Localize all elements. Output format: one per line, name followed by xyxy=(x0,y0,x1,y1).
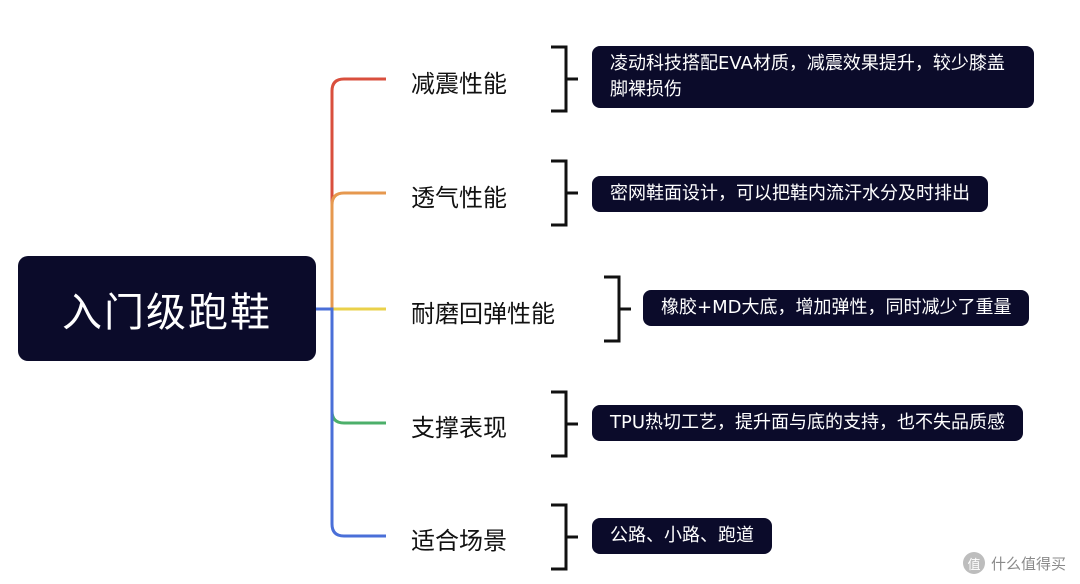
root-node: 入门级跑鞋 xyxy=(18,256,316,361)
branch-label-support: 支撑表现 xyxy=(411,414,507,442)
branch-label-durability: 耐磨回弹性能 xyxy=(411,300,555,328)
detail-box-breathability: 密网鞋面设计，可以把鞋内流汗水分及时排出 xyxy=(592,176,988,212)
bracket-3 xyxy=(604,275,631,343)
smzdm-logo-icon: 值 xyxy=(962,552,985,574)
branch-label-scenarios: 适合场景 xyxy=(411,527,507,555)
branch-label-breathability: 透气性能 xyxy=(411,184,507,212)
bracket-2 xyxy=(551,159,578,227)
watermark: 值 什么值得买 xyxy=(962,552,1066,574)
detail-box-support: TPU热切工艺，提升面与底的支持，也不失品质感 xyxy=(592,405,1024,441)
detail-box-scenarios: 公路、小路、跑道 xyxy=(592,518,772,554)
detail-box-durability: 橡胶+MD大底，增加弹性，同时减少了重量 xyxy=(643,290,1030,326)
branch-connector-4 xyxy=(316,307,386,425)
branch-connector-2 xyxy=(316,191,386,311)
branch-label-cushioning: 减震性能 xyxy=(411,70,507,98)
branch-connector-1 xyxy=(316,77,386,311)
detail-box-cushioning: 凌动科技搭配EVA材质，减震效果提升，较少膝盖脚裸损伤 xyxy=(592,46,1034,108)
branch-connector-5 xyxy=(316,307,386,538)
bracket-1 xyxy=(551,45,578,113)
bracket-4 xyxy=(551,390,578,458)
bracket-5 xyxy=(551,503,578,571)
watermark-text: 什么值得买 xyxy=(990,554,1066,573)
